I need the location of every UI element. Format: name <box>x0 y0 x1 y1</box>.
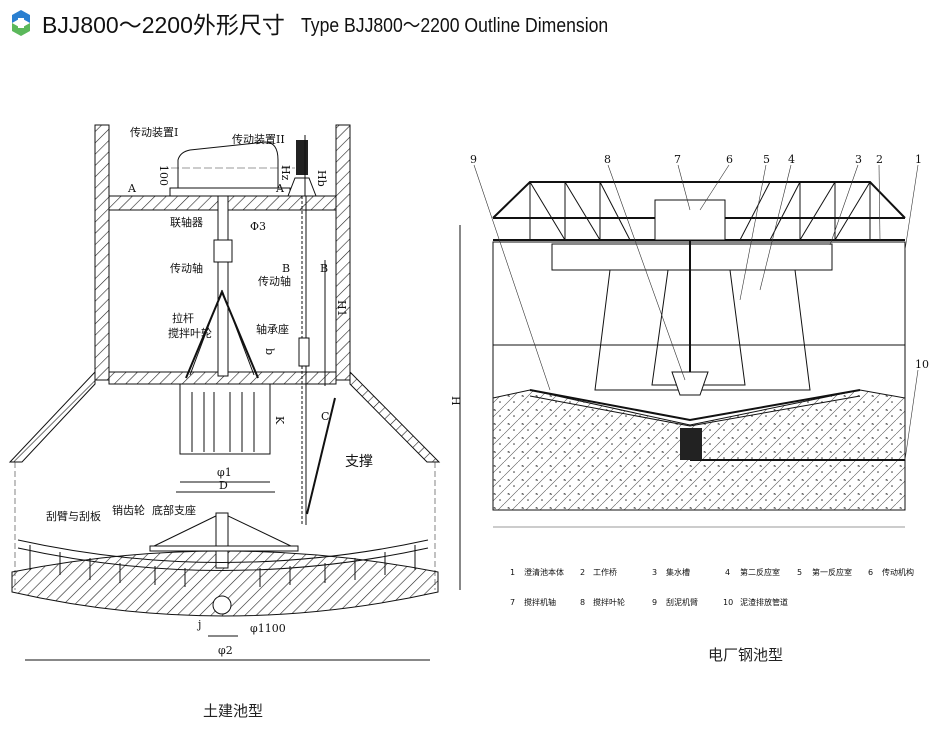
label-pin-gear: 销齿轮 <box>112 503 145 517</box>
label-coupling: 联轴器 <box>170 215 203 229</box>
label-tie-rod: 拉杆 <box>172 311 194 325</box>
left-wall <box>94 124 110 381</box>
svg-text:5: 5 <box>797 568 802 577</box>
legend-item: 澄清池本体 <box>524 567 564 577</box>
legend-item: 工作桥 <box>593 567 617 577</box>
dim-phi2: φ2 <box>218 644 233 657</box>
dim-h1: H1 <box>335 300 348 317</box>
dim-k: K <box>273 416 286 425</box>
title-chinese: BJJ800～2200外形尺寸 <box>42 12 285 38</box>
svg-text:4: 4 <box>725 568 730 577</box>
caption-civil-tank: 土建池型 <box>203 702 263 720</box>
drive-unit-1 <box>177 141 279 189</box>
section-c: C <box>321 410 329 423</box>
svg-text:6: 6 <box>868 568 873 577</box>
legend: 1 澄清池本体 2 工作桥 3 集水槽 4 第二反应室 5 第一反应室 6 传动机构 7 搅拌… <box>510 567 914 607</box>
label-drive-unit-1: 传动装置I <box>130 126 178 139</box>
legend-item: 泥渣排放管道 <box>740 597 788 607</box>
legend-item: 搅拌叶轮 <box>593 597 625 607</box>
dim-100: 100 <box>157 165 170 186</box>
drive-mechanism <box>654 199 726 241</box>
dim-j: j <box>196 618 201 631</box>
callout-7: 7 <box>674 153 681 166</box>
bottom-floor <box>11 550 439 617</box>
label-shaft-left: 传动轴 <box>170 261 203 275</box>
collection-trough <box>551 243 833 271</box>
dim-d: D <box>219 479 228 492</box>
label-drive-unit-2: 传动装置II <box>232 133 285 146</box>
svg-text:10: 10 <box>723 598 733 607</box>
legend-item: 传动机构 <box>882 567 914 577</box>
label-bottom-support: 底部支座 <box>152 503 196 517</box>
label-support: 支撑 <box>345 454 373 470</box>
svg-text:9: 9 <box>652 598 657 607</box>
callout-5: 5 <box>763 153 770 166</box>
left-cone-wall <box>8 370 96 463</box>
dim-h: H <box>449 396 462 406</box>
label-impeller: 搅拌叶轮 <box>168 326 212 340</box>
callout-3: 3 <box>855 153 862 166</box>
legend-item: 第二反应室 <box>740 567 780 577</box>
label-bearing-seat: 轴承座 <box>256 322 289 336</box>
svg-text:8: 8 <box>580 598 585 607</box>
scraper-arm <box>529 389 861 422</box>
svg-text:7: 7 <box>510 598 515 607</box>
drive-unit-2-motor <box>296 140 308 175</box>
dim-b: b <box>263 348 276 355</box>
coupling <box>213 239 233 263</box>
impeller <box>179 383 271 455</box>
company-logo-icon <box>12 10 30 36</box>
title-english: Type BJJ800～2200 Outline Dimension <box>300 14 609 37</box>
caption-steel-tank: 电厂钢池型 <box>708 646 783 664</box>
callout-10: 10 <box>915 358 929 371</box>
support-strut <box>306 397 336 515</box>
dim-hb: Hb <box>315 170 328 187</box>
callout-2: 2 <box>876 153 883 166</box>
first-reaction-chamber <box>651 269 746 386</box>
header: BJJ800～2200外形尺寸 Type BJJ800～2200 Outline… <box>8 6 650 40</box>
right-cone-wall <box>349 370 441 463</box>
callout-1: 1 <box>915 153 922 166</box>
civil-tank-drawing: 传动装置I 传动装置II 100 Hz Hb A A 联轴器 Φ3 传动轴 传动… <box>8 124 462 720</box>
legend-item: 搅拌机轴 <box>524 597 556 607</box>
dim-hz: Hz <box>279 165 292 181</box>
steel-tank-drawing: 9 8 7 6 5 4 3 2 1 10 1 澄清池本体 2 工作桥 3 集水槽 4 第… <box>470 153 929 664</box>
dim-phi1: φ1 <box>217 466 232 479</box>
svg-text:2: 2 <box>580 568 585 577</box>
scraper-arm <box>17 539 429 563</box>
right-wall <box>335 124 351 381</box>
callout-8: 8 <box>604 153 611 166</box>
dim-phi1100: φ1100 <box>250 622 286 635</box>
section-a-right: A <box>275 182 285 195</box>
dim-phi3: Φ3 <box>250 220 266 233</box>
work-bridge <box>492 181 906 219</box>
svg-text:3: 3 <box>652 568 657 577</box>
legend-item: 刮泥机臂 <box>666 597 698 607</box>
legend-item: 集水槽 <box>666 567 690 577</box>
section-b-left: B <box>282 262 290 275</box>
section-b-right: B <box>320 262 328 275</box>
label-scraper: 刮臂与刮板 <box>46 509 101 523</box>
central-shaft <box>217 195 229 377</box>
label-shaft-right: 传动轴 <box>258 274 291 288</box>
legend-item: 第一反应室 <box>812 567 852 577</box>
svg-text:1: 1 <box>510 568 515 577</box>
callout-9: 9 <box>470 153 477 166</box>
callout-4: 4 <box>788 153 795 166</box>
callout-6: 6 <box>726 153 733 166</box>
section-a-left: A <box>127 182 137 195</box>
